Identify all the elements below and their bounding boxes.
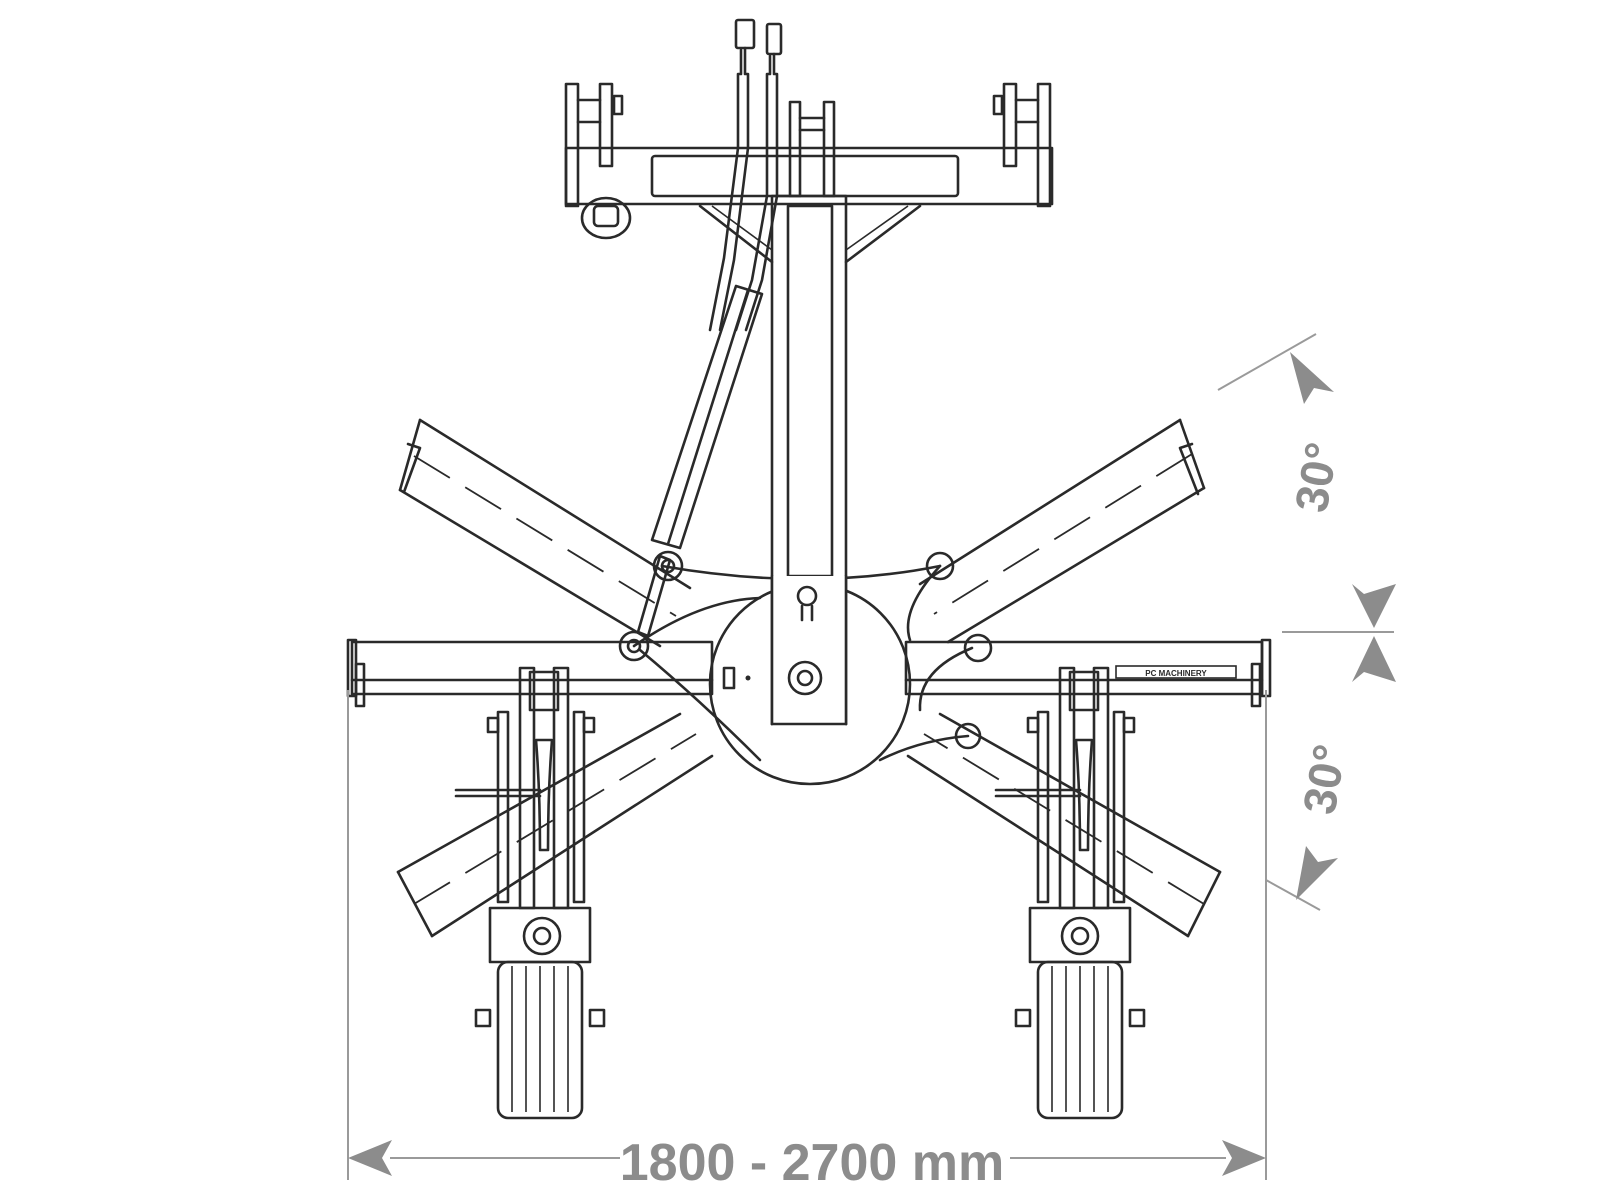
hydraulic-cylinder [618, 284, 764, 662]
rotor-hub [708, 574, 912, 786]
right-lift-pin-bracket [992, 82, 1052, 208]
angle-upper-arrow-top [1290, 352, 1334, 404]
rake-arm-upper-right [918, 418, 1206, 644]
nameplate-text: PC MACHINERY [1145, 669, 1207, 678]
nameplate: PC MACHINERY [1115, 665, 1237, 679]
width-dimension-label: 1800 - 2700 mm [620, 1134, 1005, 1192]
rake-arm-upper-left [398, 418, 692, 648]
width-dimension: 1800 - 2700 mm [347, 690, 1267, 1192]
right-wheel-assembly [994, 666, 1146, 1120]
left-lift-pin-bracket [564, 82, 624, 208]
left-wheel-assembly [454, 666, 606, 1120]
width-arrow-right [1222, 1140, 1266, 1176]
angle-dimension-lower: 30° [1265, 636, 1396, 911]
angle-lower-arrow-bottom [1296, 846, 1338, 900]
angle-dimension-upper: 30° [1217, 333, 1396, 633]
angle-lower-arrow-top [1352, 636, 1396, 682]
jack-wheel [580, 196, 632, 240]
hitch-frame [564, 82, 1054, 240]
angle-lower-label: 30° [1293, 740, 1356, 818]
hydraulic-hoses [708, 18, 783, 332]
angle-upper-arrow-bottom [1352, 584, 1396, 628]
width-arrow-left [348, 1140, 392, 1176]
rake-arm-lower-right [906, 712, 1222, 938]
angle-upper-label: 30° [1285, 438, 1348, 516]
